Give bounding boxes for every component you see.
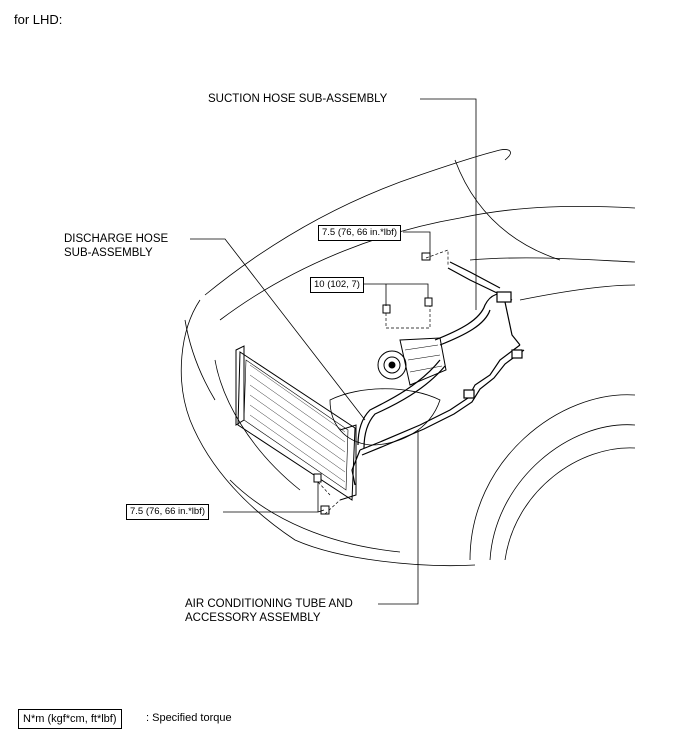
fender-lower-line (519, 284, 636, 301)
windshield-line (454, 159, 561, 261)
headlamp-outline (329, 388, 441, 446)
bolt-icon (382, 304, 391, 314)
leader-upper-bolt (403, 231, 431, 254)
leader-compressor-bolts (363, 283, 429, 306)
fender-line (469, 257, 636, 263)
piping (351, 261, 525, 486)
front-face-line (184, 319, 216, 401)
label-ac-tube-line2: ACCESSORY ASSEMBLY (185, 612, 321, 624)
torque-box-compressor: 10 (102, 7) (310, 277, 364, 293)
legend-description: : Specified torque (146, 712, 232, 724)
bolt-icon (313, 473, 322, 483)
leader-suction (420, 98, 477, 310)
bolt-icon (421, 252, 431, 261)
lower-intake-line (229, 479, 401, 553)
bolt-icon (320, 505, 330, 515)
tire-outline (504, 447, 636, 561)
torque-box-lower: 7.5 (76, 66 in.*lbf) (126, 504, 209, 520)
label-discharge-hose-line2: SUB-ASSEMBLY (64, 247, 153, 259)
hood-outline (204, 149, 511, 296)
wheel-arch-inner (489, 424, 636, 561)
compressor (377, 337, 447, 386)
leader-discharge (190, 238, 366, 421)
leader-lines (190, 98, 477, 605)
condenser (235, 345, 357, 501)
leader-ac-tube (378, 430, 419, 605)
legend-unit-box: N*m (kgf*cm, ft*lbf) (18, 709, 122, 729)
bumper-outline (180, 299, 476, 567)
label-suction-hose: SUCTION HOSE SUB-ASSEMBLY (208, 93, 388, 105)
torque-box-upper: 7.5 (76, 66 in.*lbf) (318, 225, 401, 241)
hood-surface-line (219, 205, 636, 321)
page-title: for LHD: (14, 12, 63, 27)
label-discharge-hose-line1: DISCHARGE HOSE (64, 233, 169, 245)
wheel-arch-outer (469, 394, 636, 561)
grille-outline (214, 359, 301, 491)
leader-lower-bolt (223, 482, 325, 513)
dashed-guides (317, 249, 449, 515)
discharge-hose (357, 359, 441, 446)
label-ac-tube-line1: AIR CONDITIONING TUBE AND (185, 598, 353, 610)
bolt-icon (424, 297, 433, 307)
